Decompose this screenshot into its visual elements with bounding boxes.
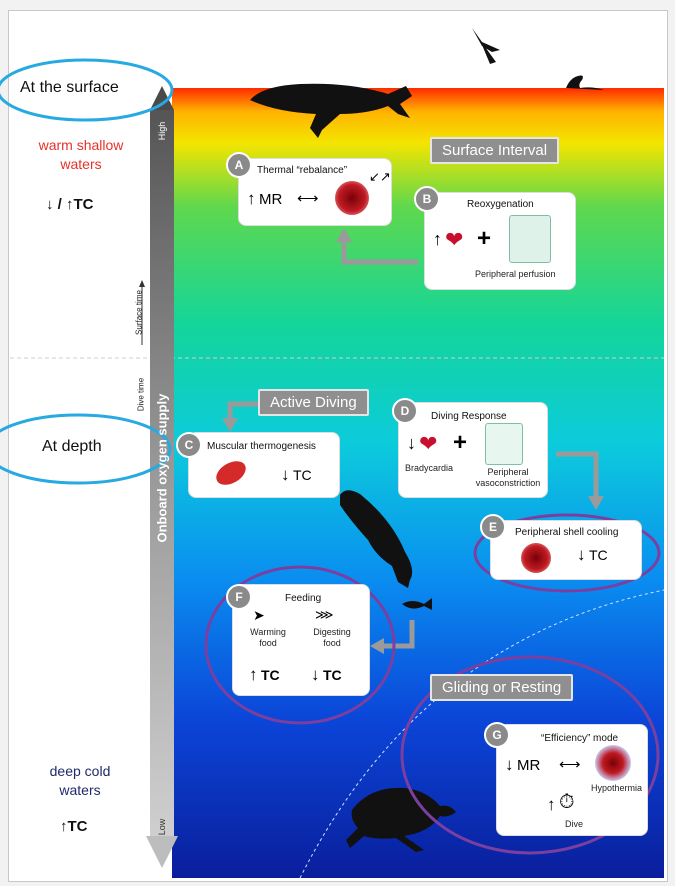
axis-arrow-down — [146, 836, 178, 868]
card-e-title: Peripheral shell cooling — [515, 527, 619, 538]
card-c-tc: TC — [293, 467, 312, 483]
card-c-badge: C — [176, 432, 202, 458]
seal-icon — [340, 490, 413, 588]
plus-icon: + — [477, 225, 492, 252]
mr-increase-icon: ↑ — [247, 189, 256, 208]
card-f-title: Feeding — [285, 593, 322, 604]
surface-highlight-ellipse — [0, 58, 174, 122]
heart-rate-decrease-icon: ↓ — [407, 433, 416, 453]
card-f-feeding: Feeding ➤ ⋙ Warming food Digesting food … — [232, 584, 370, 696]
body-core-icon — [335, 181, 369, 215]
heart-rate-increase-icon: ↑ — [433, 229, 442, 249]
seabird-icon — [472, 28, 500, 64]
card-b-badge: B — [414, 186, 440, 212]
axis-label: Onboard oxygen supply — [154, 393, 170, 543]
card-d-badge: D — [392, 398, 418, 424]
heart-icon: ❤ — [419, 431, 438, 456]
card-f-badge: F — [226, 584, 252, 610]
axis-arrow-up — [150, 86, 174, 110]
heat-flux-arrows-icon: ↙↗ — [369, 169, 391, 184]
depth-label: At depth — [42, 438, 102, 455]
card-b-reoxygenation: Reoxygenation ↑ ❤ + Peripheral perfusion — [424, 192, 576, 290]
stopwatch-icon: ⏱ — [559, 791, 575, 813]
active-diving-label: Active Diving — [258, 389, 369, 416]
card-d-vasoconstriction: Peripheral vasoconstriction — [475, 467, 541, 488]
card-f-digesting: Digesting food — [313, 627, 351, 648]
surface-time-label: Surface time — [134, 290, 144, 335]
e-purple-ellipse — [473, 513, 661, 593]
card-g-dive: Dive — [565, 819, 584, 829]
cormorant-icon — [566, 75, 604, 90]
tc-surface-label: ↓ / ↑TC — [46, 196, 94, 213]
axis-low-label: Low — [157, 818, 167, 836]
card-g-title: “Efficiency” mode — [541, 733, 619, 744]
card-a-thermal-rebalance: Thermal “rebalance” ↑ MR ⟷ ↙↗ — [238, 158, 392, 226]
card-e-peripheral-shell-cooling: Peripheral shell cooling ↓ TC — [490, 520, 642, 580]
axis-bar — [150, 110, 174, 836]
whale-icon — [250, 83, 412, 138]
mr-decrease-icon: ↓ — [505, 755, 514, 774]
body-core-icon — [521, 543, 551, 573]
arrow-d-to-e — [556, 451, 599, 500]
card-e-tc: TC — [589, 547, 608, 563]
depth-highlight-ellipse — [0, 413, 172, 485]
fish-icon: ➤ — [253, 607, 265, 623]
heart-icon: ❤ — [445, 227, 464, 252]
card-a-mr: MR — [259, 191, 283, 208]
arrow-activediving-to-c — [227, 401, 258, 424]
card-b-subtitle: Peripheral perfusion — [475, 269, 556, 279]
dive-increase-icon: ↑ — [547, 795, 556, 814]
tc-increase-icon: ↑ — [249, 665, 258, 684]
card-d-diving-response: Diving Response ↓ ❤ + Bradycardia Periph… — [398, 402, 548, 498]
card-g-hypothermia: Hypothermia — [591, 783, 643, 793]
gliding-zone-boundary — [299, 589, 665, 879]
muscle-icon — [212, 456, 250, 490]
sea-turtle-icon — [346, 787, 456, 852]
card-e-badge: E — [480, 514, 506, 540]
g-purple-ellipse — [400, 655, 660, 855]
hypothermia-core-icon — [595, 745, 631, 781]
fish-skeleton-icon: ⋙ — [315, 607, 334, 622]
plus-icon: + — [453, 429, 468, 456]
surface-interval-label: Surface Interval — [430, 137, 560, 164]
small-fish-icon — [402, 598, 432, 610]
cold-waters-label: deep cold waters — [49, 763, 111, 798]
arrow-b-to-a — [341, 236, 418, 265]
f-purple-ellipse — [204, 565, 396, 725]
tc-deep-label: ↑TC — [60, 818, 88, 835]
card-c-muscular-thermogenesis: Muscular thermogenesis ↓ TC — [188, 432, 340, 498]
card-g-badge: G — [484, 722, 510, 748]
card-g-efficiency-mode: “Efficiency” mode ↓ MR ⟷ Hypothermia ↑ ⏱… — [496, 724, 648, 836]
flipper-perfusion-icon — [509, 215, 551, 263]
axis-high-label: High — [157, 121, 167, 141]
card-b-title: Reoxygenation — [467, 199, 534, 210]
card-d-title: Diving Response — [431, 411, 507, 422]
arrow-fish-to-f — [380, 620, 415, 649]
card-a-badge: A — [226, 152, 252, 178]
card-f-warming: Warming food — [250, 627, 286, 648]
card-c-title: Muscular thermogenesis — [207, 441, 316, 452]
surface-label: At the surface — [20, 79, 119, 96]
tc-decrease-icon: ↓ — [281, 465, 290, 484]
gliding-resting-label: Gliding or Resting — [430, 674, 574, 701]
warm-waters-label: warm shallow waters — [38, 137, 124, 172]
card-g-mr: MR — [517, 757, 541, 774]
card-f-tc-warming: TC — [261, 667, 280, 683]
flipper-vasoconstriction-icon — [485, 423, 523, 465]
tc-decrease-icon: ↓ — [311, 665, 320, 684]
dive-time-label: Dive time — [136, 377, 146, 412]
card-f-tc-digesting: TC — [323, 667, 342, 683]
tc-decrease-icon: ↓ — [577, 545, 586, 564]
card-d-bradycardia: Bradycardia — [405, 463, 454, 473]
card-a-title: Thermal “rebalance” — [257, 165, 348, 176]
double-arrow-icon: ⟷ — [297, 190, 319, 207]
double-arrow-icon: ⟷ — [559, 756, 581, 773]
